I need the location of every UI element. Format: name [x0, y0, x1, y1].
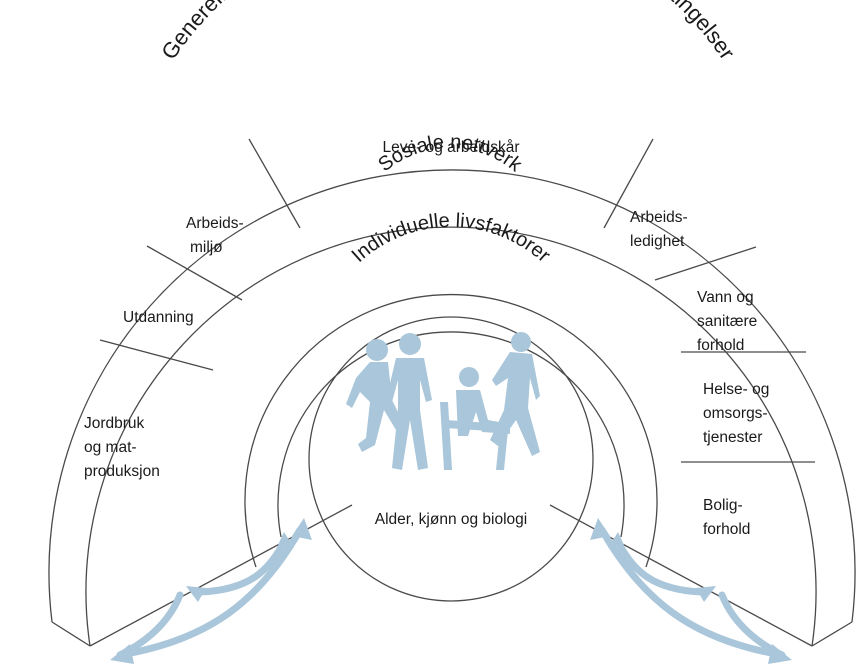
individual-ring: [277, 331, 625, 538]
divider-arbeidsledighet-vann: [654, 246, 757, 281]
label-bolig: Bolig- forhold: [703, 497, 750, 538]
label-jordbruk: Jordbruk og mat- produksjon: [84, 415, 160, 480]
divider-utdanning-jordbruk: [99, 339, 214, 371]
right-ring-end: [811, 621, 853, 647]
right-curved-double-arrow-icon: [590, 518, 792, 664]
social-ring: [244, 293, 658, 568]
core-label: Alder, kjønn og biologi: [375, 511, 528, 528]
outer-ring-title: Generelle sosioøkonomiske, kulturelle og…: [156, 0, 740, 64]
left-curved-double-arrow-icon: [110, 518, 312, 664]
divider-top-right: [603, 138, 654, 229]
left-ring-end: [51, 621, 91, 647]
ring-outlines: [48, 169, 856, 647]
label-arbeidsledighet: Arbeids- ledighet: [630, 209, 692, 250]
label-arbeidsmiljo: Arbeids- miljø: [186, 215, 248, 256]
label-helse: Helse- og omsorgs- tjenester: [703, 381, 774, 446]
divider-arbeidsmiljo-utdanning: [146, 245, 243, 301]
outer-ring: [48, 169, 856, 623]
individual-ring-title: Individuelle livsfaktorer: [348, 210, 555, 267]
divider-top-left: [248, 138, 301, 229]
left-diagonal: [89, 504, 353, 647]
label-utdanning: Utdanning: [123, 309, 194, 326]
people-silhouette-icon: [346, 332, 540, 470]
label-vann: Vann og sanitære forhold: [697, 289, 762, 354]
sector-ring-outer-edge: [85, 226, 817, 647]
sector-dividers: [99, 138, 815, 463]
label-leve-og-arbeidskar: Leve- og arbeidskår: [383, 139, 520, 156]
individual-ring-title-text: Individuelle livsfaktorer: [348, 210, 555, 267]
right-diagonal: [549, 504, 813, 647]
outer-ring-title-text: Generelle sosioøkonomiske, kulturelle og…: [156, 0, 740, 64]
core-circle: [308, 316, 594, 602]
